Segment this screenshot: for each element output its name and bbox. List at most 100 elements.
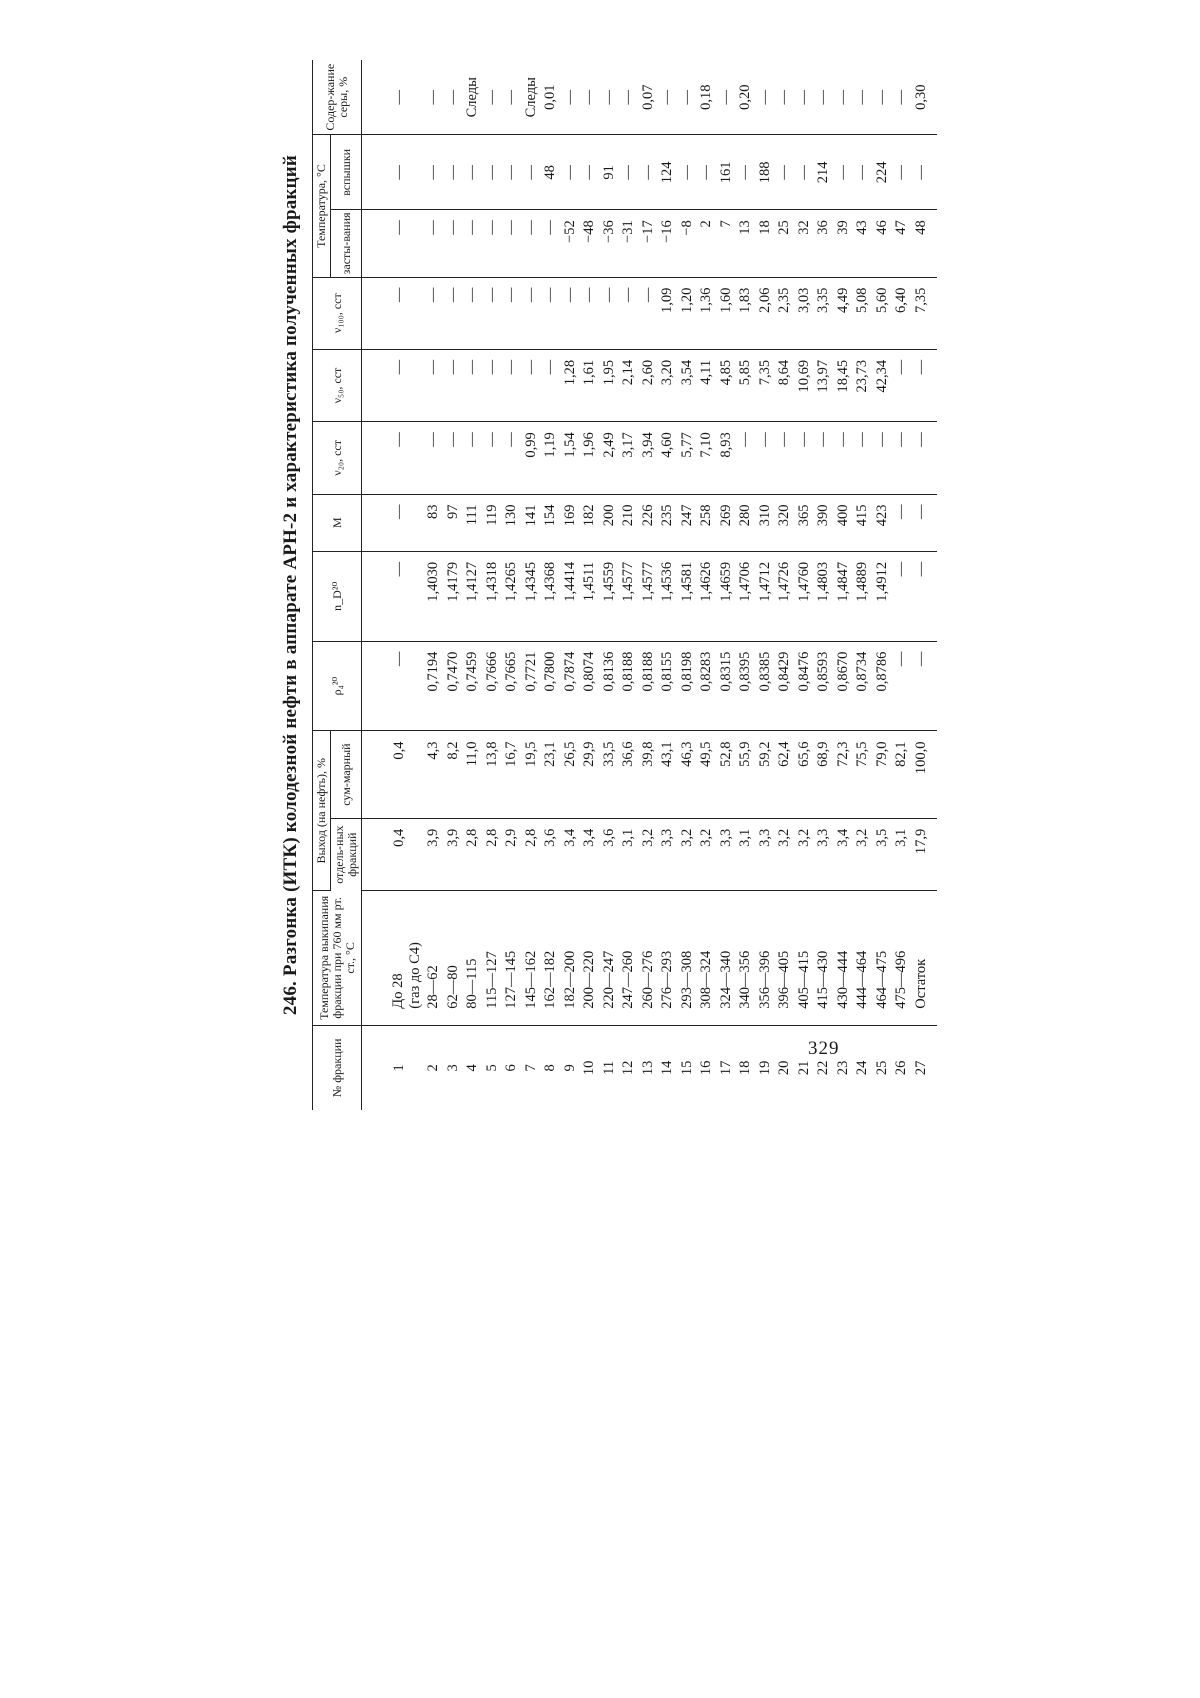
cell-viscosity-20: — — [794, 421, 814, 495]
header-viscosity-100: ν₁₀₀, сст — [312, 277, 362, 350]
cell-refraction: 1,4559 — [599, 551, 619, 642]
cell-viscosity-20: 2,49 — [599, 421, 619, 495]
cell-yield-separate: 3,1 — [892, 818, 912, 891]
cell-density: 0,8429 — [775, 641, 795, 731]
cell-viscosity-20: — — [361, 421, 424, 495]
cell-pour-point: — — [361, 209, 424, 278]
cell-pour-point: 48 — [911, 209, 937, 278]
cell-density: 0,8593 — [814, 641, 834, 731]
cell-yield-separate: 3,1 — [619, 818, 639, 891]
cell-yield-total: 33,5 — [599, 730, 619, 819]
cell-flash-point: — — [482, 134, 502, 210]
cell-fraction-no: 27 — [912, 1060, 929, 1076]
cell-flash-point: — — [443, 134, 463, 210]
cell-refraction: 1,4511 — [580, 551, 600, 642]
cell-boiling-range: 324—340 — [716, 890, 736, 1026]
cell-molar-mass: 390 — [814, 494, 834, 552]
cell-viscosity-100: 3,35 — [814, 277, 834, 350]
cell-molar-mass: — — [911, 494, 937, 552]
cell-viscosity-20: 4,60 — [658, 421, 678, 495]
cell-flash-point: — — [463, 134, 483, 210]
cell-yield-total: 55,9 — [736, 730, 756, 819]
cell-viscosity-100: 1,20 — [677, 277, 697, 350]
cell-density: 0,7459 — [463, 641, 483, 731]
cell-density: — — [361, 641, 424, 731]
cell-fraction-no: 7 — [522, 1064, 539, 1072]
cell-boiling-range: 145—162 — [521, 890, 541, 1026]
cell-density: 0,8395 — [736, 641, 756, 731]
cell-pour-point: −8 — [677, 209, 697, 278]
cell-yield-total: 62,4 — [775, 730, 795, 819]
cell-flash-point: — — [424, 134, 444, 210]
cell-viscosity-20: — — [482, 421, 502, 495]
cell-refraction: — — [892, 551, 912, 642]
cell-yield-separate: 3,5 — [872, 818, 892, 891]
cell-refraction: 1,4712 — [755, 551, 775, 642]
cell-sulfur: — — [424, 60, 444, 135]
cell-yield-total: 52,8 — [716, 730, 736, 819]
cell-flash-point: — — [361, 134, 424, 210]
cell-flash-point: 161 — [716, 134, 736, 210]
cell-density: 0,8155 — [658, 641, 678, 731]
cell-yield-total: 29,9 — [580, 730, 600, 819]
cell-viscosity-50: — — [911, 349, 937, 422]
cell-yield-separate: 3,2 — [697, 818, 717, 891]
cell-viscosity-50: 2,60 — [638, 349, 658, 422]
cell-density: 0,7874 — [560, 641, 580, 731]
cell-yield-separate: 2,8 — [482, 818, 502, 891]
cell-fraction-no: 18 — [737, 1060, 753, 1076]
cell-pour-point: 36 — [814, 209, 834, 278]
cell-molar-mass: 210 — [619, 494, 639, 552]
cell-viscosity-50: 2,14 — [619, 349, 639, 422]
cell-flash-point: 91 — [599, 134, 619, 210]
cell-yield-total: 75,5 — [853, 730, 873, 819]
cell-yield-total: 72,3 — [833, 730, 853, 819]
cell-refraction: 1,4581 — [677, 551, 697, 642]
cell-viscosity-50: — — [361, 349, 424, 422]
cell-viscosity-20: — — [833, 421, 853, 495]
cell-viscosity-100: 2,35 — [775, 277, 795, 350]
cell-yield-separate: 3,3 — [755, 818, 775, 891]
cell-viscosity-100: — — [599, 277, 619, 350]
cell-viscosity-100: — — [443, 277, 463, 350]
cell-boiling-range: 28—62 — [424, 890, 444, 1026]
cell-refraction: 1,4659 — [716, 551, 736, 642]
cell-boiling-range: 182—200 — [560, 890, 580, 1026]
fraction-table: № фракции Температура выкипания фракции … — [312, 60, 937, 1110]
cell-density: 0,7194 — [424, 641, 444, 731]
cell-density: 0,8734 — [853, 641, 873, 731]
cell-flash-point: 214 — [814, 134, 834, 210]
cell-pour-point: −31 — [619, 209, 639, 278]
cell-flash-point: — — [794, 134, 814, 210]
cell-sulfur: — — [814, 60, 834, 135]
cell-sulfur: — — [619, 60, 639, 135]
header-yield-separate: отдель-ных фракций — [330, 818, 362, 891]
cell-viscosity-50: 42,34 — [872, 349, 892, 422]
cell-yield-separate: 3,2 — [853, 818, 873, 891]
cell-viscosity-100: 6,40 — [892, 277, 912, 350]
cell-yield-separate: 3,4 — [580, 818, 600, 891]
boiling-range-note: (газ до С4) — [407, 942, 423, 1009]
cell-refraction: 1,4414 — [560, 551, 580, 642]
cell-yield-separate: 3,9 — [424, 818, 444, 891]
cell-sulfur: — — [716, 60, 736, 135]
cell-yield-separate: 2,8 — [521, 818, 541, 891]
cell-boiling-range: 200—220 — [580, 890, 600, 1026]
cell-viscosity-50: 1,28 — [560, 349, 580, 422]
cell-viscosity-50: 10,69 — [794, 349, 814, 422]
cell-molar-mass: 320 — [775, 494, 795, 552]
cell-density: 0,8283 — [697, 641, 717, 731]
cell-fraction-no: 1 — [391, 1064, 407, 1072]
cell-yield-separate: 3,2 — [775, 818, 795, 891]
cell-pour-point: 39 — [833, 209, 853, 278]
cell-molar-mass: 235 — [658, 494, 678, 552]
cell-sulfur: — — [361, 60, 424, 135]
